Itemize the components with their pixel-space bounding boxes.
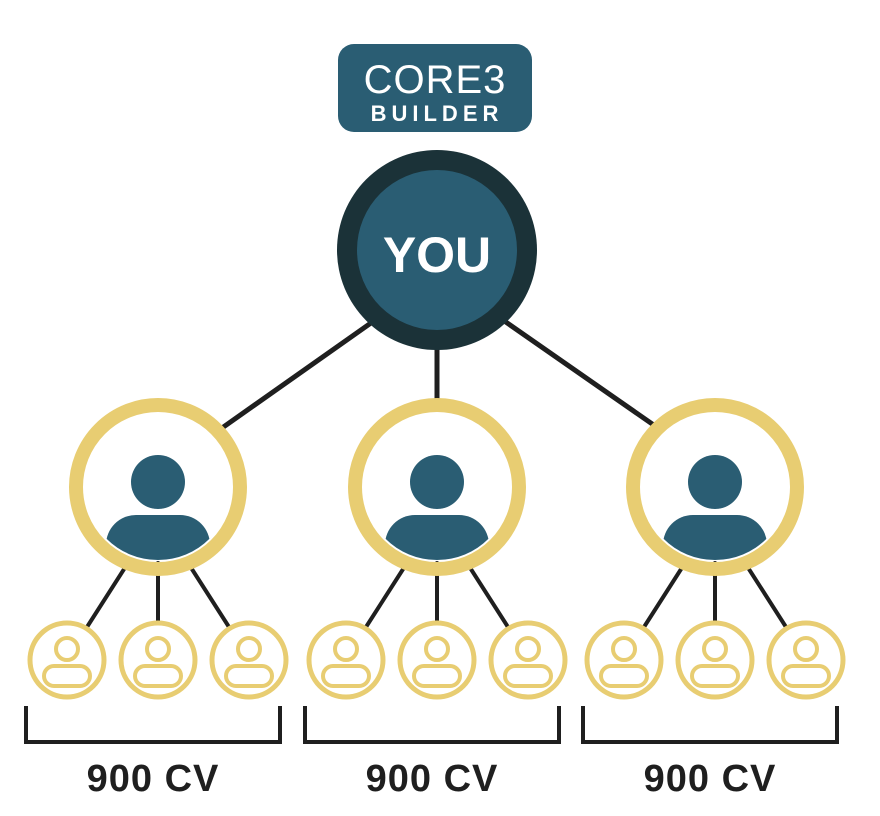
person-body-icon — [385, 515, 489, 560]
sub-member-body — [321, 664, 371, 688]
sub-member-icon — [27, 620, 107, 700]
person-icon — [663, 455, 767, 560]
sub-member-body — [781, 664, 831, 688]
branch-group: 900 CV — [581, 398, 846, 800]
sub-member-body — [690, 664, 740, 688]
sub-member-body — [42, 664, 92, 688]
logo-background — [338, 44, 532, 132]
sub-member-icon — [209, 620, 289, 700]
group-bracket — [24, 706, 282, 744]
logo-line-1: CORE3 — [364, 58, 507, 102]
sub-member-icon — [306, 620, 386, 700]
sub-member-body — [599, 664, 649, 688]
sub-member-icon — [766, 620, 846, 700]
sub-member-icon — [584, 620, 664, 700]
sub-member-icon — [488, 620, 568, 700]
sub-member-head — [236, 636, 262, 662]
member-connector — [743, 561, 788, 629]
member-connector — [465, 561, 510, 629]
connector-root-right — [497, 315, 661, 431]
person-body-icon — [663, 515, 767, 560]
member-connector — [642, 561, 687, 629]
core3-builder-logo: CORE3 BUILDER — [338, 44, 532, 132]
cv-label: 900 CV — [644, 758, 777, 800]
connector-root-left — [219, 315, 381, 431]
person-head-icon — [688, 455, 742, 509]
person-icon — [106, 455, 210, 560]
group-bracket — [303, 706, 561, 744]
sub-member-head — [515, 636, 541, 662]
sub-member-head — [54, 636, 80, 662]
branch-group: 900 CV — [24, 398, 289, 800]
member-connector — [85, 561, 130, 629]
member-node-ring — [69, 398, 247, 576]
sub-member-body — [412, 664, 462, 688]
sub-member-head — [424, 636, 450, 662]
sub-member-head — [145, 636, 171, 662]
sub-member-head — [702, 636, 728, 662]
branch-groups: 900 CV 900 CV 900 CV — [24, 398, 846, 800]
sub-member-body — [503, 664, 553, 688]
person-body-icon — [106, 515, 210, 560]
member-node-ring — [348, 398, 526, 576]
sub-member-head — [333, 636, 359, 662]
sub-member-body — [133, 664, 183, 688]
member-connector — [186, 561, 231, 629]
person-icon — [385, 455, 489, 560]
sub-member-head — [611, 636, 637, 662]
person-head-icon — [131, 455, 185, 509]
group-bracket — [581, 706, 839, 744]
branch-group: 900 CV — [303, 398, 568, 800]
root-label: YOU — [383, 227, 491, 283]
cv-label: 900 CV — [87, 758, 220, 800]
person-head-icon — [410, 455, 464, 509]
sub-member-body — [224, 664, 274, 688]
member-connector — [364, 561, 409, 629]
sub-member-icon — [118, 620, 198, 700]
cv-label: 900 CV — [366, 758, 499, 800]
sub-member-head — [793, 636, 819, 662]
sub-member-icon — [397, 620, 477, 700]
logo-line-2: BUILDER — [371, 101, 504, 126]
root-inner-circle — [357, 170, 517, 330]
sub-member-icon — [675, 620, 755, 700]
root-node: YOU — [337, 150, 537, 350]
member-node-ring — [626, 398, 804, 576]
